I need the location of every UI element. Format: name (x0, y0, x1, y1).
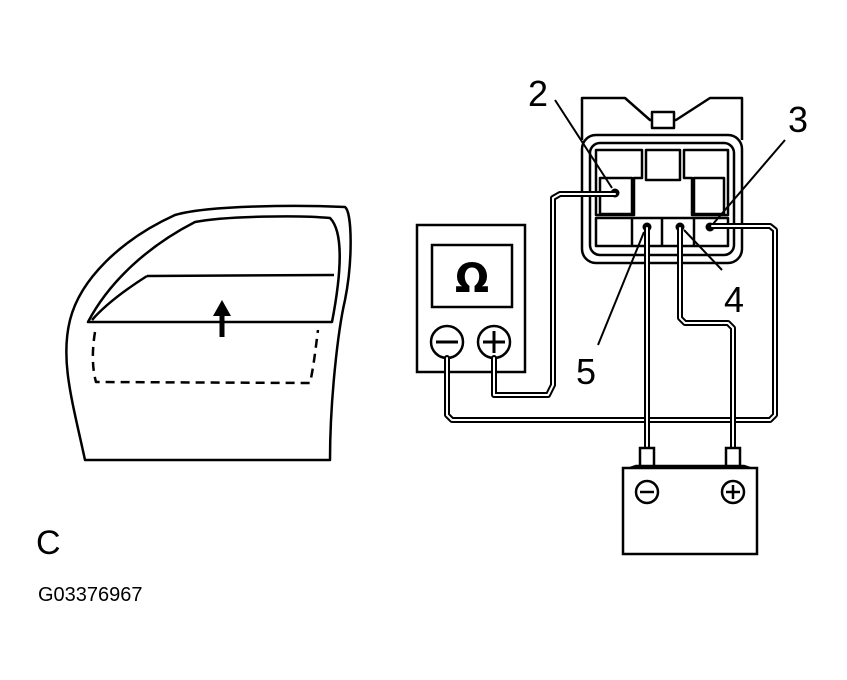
connector-center-slot (644, 148, 682, 182)
connector-body (580, 133, 744, 265)
battery-minus-icon (634, 479, 660, 505)
figure-id: G03376967 (38, 584, 143, 606)
connector-lock-tab (650, 110, 676, 130)
ohmmeter-minus-icon (429, 324, 465, 360)
car-door (65, 204, 352, 462)
connector-cavity-right (682, 148, 730, 217)
window-glass-hidden (91, 329, 320, 385)
connector-pin-3-cavity (692, 176, 726, 216)
ohmmeter-plus-icon (476, 324, 512, 360)
window-frame (86, 215, 341, 324)
pin-5-leader (597, 231, 645, 346)
window-glass-top (146, 273, 335, 278)
pin-5-label: 5 (576, 351, 596, 392)
panel-letter: C (36, 524, 61, 562)
door-outline (65, 204, 352, 462)
pin-4-label: 4 (724, 279, 744, 320)
wire-pin-4-to-battery-plus (677, 225, 736, 453)
connector-cavity-left (594, 148, 644, 217)
pin-3-label: 3 (788, 99, 808, 140)
pin-3-leader (712, 139, 786, 225)
ohmmeter: Ω (415, 223, 527, 374)
pin-2-label: 2 (528, 73, 548, 114)
ohmmeter-display (430, 243, 514, 309)
pin-2-leader (554, 99, 613, 189)
battery-plus-icon (720, 479, 746, 505)
battery (621, 446, 759, 556)
up-arrow-icon (213, 300, 231, 337)
window-glass-side (91, 274, 148, 321)
pin-4-leader (683, 229, 723, 271)
ohm-symbol: Ω (455, 256, 489, 302)
